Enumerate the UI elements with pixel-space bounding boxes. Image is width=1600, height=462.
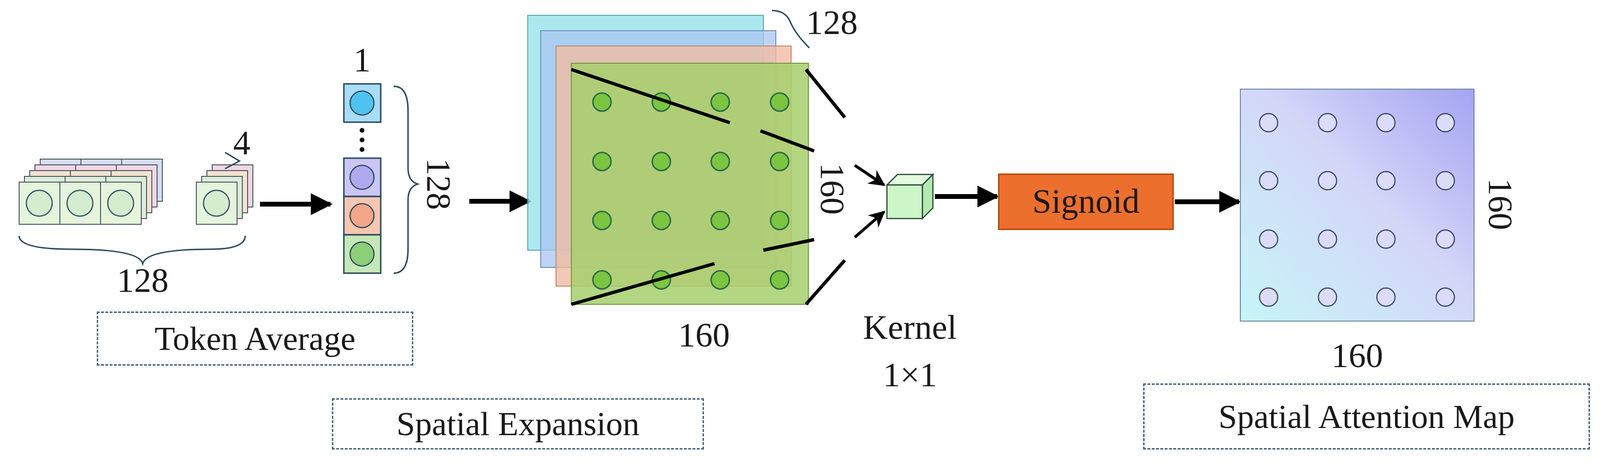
- grid-dot: [592, 270, 612, 289]
- dimension-label: 160: [1483, 178, 1518, 230]
- dimension-label: 160: [815, 160, 850, 217]
- caption-text: Spatial Attention Map: [1218, 397, 1515, 435]
- vector-cell: [343, 196, 381, 235]
- vector-circle: [350, 165, 375, 190]
- grid-dot: [592, 211, 612, 230]
- feature-plane: [571, 63, 809, 305]
- vector-cell: [343, 234, 381, 273]
- vector-cell: [343, 158, 381, 197]
- map-shape: [1239, 88, 1475, 322]
- flow-arrow: [934, 193, 998, 199]
- grid-dot: [711, 92, 730, 112]
- ellipsis-dot: [359, 137, 365, 143]
- vector-circle: [350, 90, 375, 115]
- grid-dot: [770, 92, 789, 112]
- caption-box: Spatial Attention Map: [1143, 383, 1590, 450]
- grid-dots: [592, 92, 789, 289]
- token-square: [19, 181, 60, 225]
- caption-box: Spatial Expansion: [331, 397, 704, 450]
- vector-cell: [343, 83, 381, 123]
- brace: [19, 235, 246, 264]
- brace: [771, 10, 810, 48]
- projection-lines: [571, 69, 845, 305]
- caption-text: Signoid: [1032, 182, 1140, 221]
- kernel-arrow: [854, 211, 885, 238]
- caption-box: Token Average: [96, 311, 414, 366]
- token-circle: [107, 190, 134, 216]
- dimension-label: 1: [353, 42, 371, 78]
- token-square: [100, 181, 142, 225]
- flow-arrow: [469, 198, 530, 204]
- grid-dot: [652, 211, 671, 230]
- kernel-label: Kernel 1×1: [850, 303, 970, 399]
- kernel-cube: Kernel 1×1: [885, 173, 934, 220]
- token-stacks: [19, 158, 253, 225]
- ellipsis-dot: [359, 147, 365, 152]
- token-square: [196, 181, 238, 225]
- flow-arrow: [260, 201, 331, 207]
- dimension-label: 160: [678, 317, 730, 352]
- caption-text: Token Average: [154, 319, 356, 357]
- activation-box: Signoid: [998, 173, 1174, 230]
- grid-dot: [770, 211, 789, 230]
- brace: [393, 86, 418, 273]
- dimension-label: 128: [116, 262, 169, 298]
- attention-map: 160160: [1239, 88, 1475, 322]
- dimension-label: 4: [233, 125, 251, 160]
- grid-dot: [711, 152, 730, 171]
- grid-dot: [711, 211, 730, 230]
- token-circle: [26, 190, 53, 216]
- caption-text: Spatial Expansion: [396, 405, 640, 443]
- grid-dot: [652, 152, 671, 171]
- grid-dot: [770, 152, 789, 171]
- grid-dot: [592, 152, 612, 171]
- grid-dot: [770, 270, 789, 289]
- dimension-label: 160: [1331, 338, 1384, 373]
- vector-circle: [350, 241, 375, 266]
- grid-dot: [592, 92, 612, 112]
- token-column: [343, 83, 381, 273]
- cube-shape: [885, 173, 934, 220]
- dimension-label: 128: [805, 5, 858, 40]
- vector-circle: [350, 203, 375, 228]
- dimension-label: 128: [421, 158, 456, 210]
- flow-arrow: [1174, 199, 1239, 205]
- ellipsis-dot: [359, 127, 365, 133]
- token-circle: [67, 190, 93, 216]
- token-circle: [203, 190, 230, 216]
- kernel-arrow: [854, 165, 885, 185]
- grid-dot: [711, 270, 730, 289]
- token-square: [59, 181, 101, 225]
